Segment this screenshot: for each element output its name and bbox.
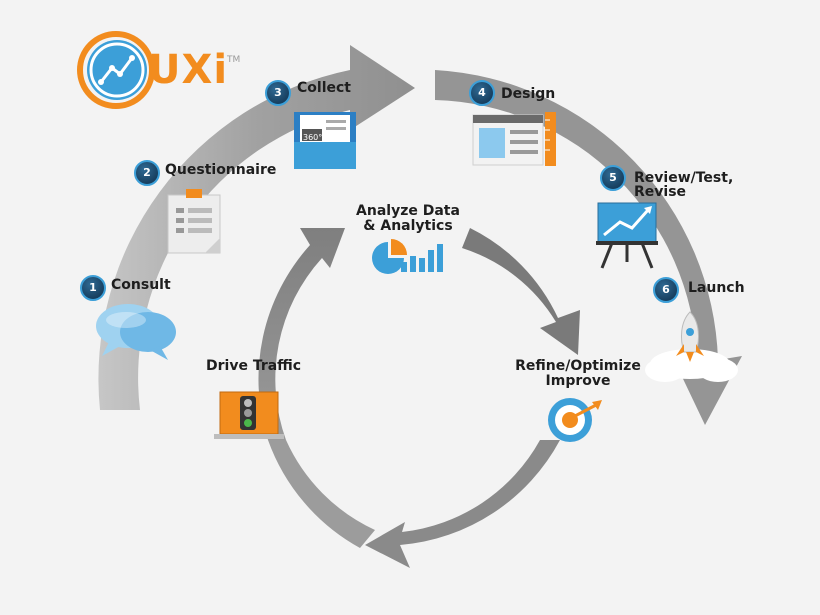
- logo-trademark: TM: [227, 55, 241, 65]
- inner-cycle-arrows: [258, 228, 580, 568]
- step-2-number: 2: [143, 166, 151, 179]
- drive-traffic-label: Drive Traffic: [206, 358, 302, 374]
- step-2-badge: [134, 160, 160, 186]
- step-design-label: Design: [501, 86, 556, 102]
- refine-label-line2: Improve: [545, 373, 611, 389]
- step-3-badge: [265, 80, 291, 106]
- analyze-label-line2: & Analytics: [363, 218, 453, 234]
- step-5-number: 5: [609, 171, 617, 184]
- easel-chart-icon: [596, 202, 658, 269]
- step-6-number: 6: [662, 283, 670, 296]
- step-collect-label: Collect: [297, 80, 351, 96]
- step-1-number: 1: [89, 281, 97, 294]
- step-review-label-line1: Review/Test,: [634, 170, 734, 186]
- logo-wordmark: UXi: [148, 47, 229, 93]
- folder-icon: [294, 112, 356, 169]
- chat-bubbles-icon: [96, 304, 176, 360]
- step-review-label-line2: Revise: [634, 184, 687, 200]
- clipboard-icon: [167, 189, 221, 254]
- analytics-chart-icon: [372, 239, 443, 274]
- step-5-badge: [600, 165, 626, 191]
- step-6-badge: [653, 277, 679, 303]
- uxi-logo: [77, 31, 155, 109]
- folder-360-label: 360°: [303, 133, 323, 142]
- target-icon: [548, 398, 602, 442]
- step-launch-label: Launch: [688, 280, 745, 296]
- step-3-number: 3: [274, 86, 282, 99]
- analyze-label-line1: Analyze Data: [356, 203, 460, 219]
- refine-label-line1: Refine/Optimize: [515, 358, 641, 374]
- outer-cycle-arrow: [98, 45, 742, 425]
- laptop-traffic-light-icon: [214, 391, 284, 439]
- rocket-launch-icon: [645, 311, 738, 382]
- design-wireframe-icon: [472, 112, 556, 166]
- step-4-badge: [469, 80, 495, 106]
- step-4-number: 4: [478, 86, 486, 99]
- step-badges: [80, 80, 679, 303]
- step-consult-label: Consult: [111, 277, 171, 293]
- step-questionnaire-label: Questionnaire: [165, 162, 277, 178]
- step-1-badge: [80, 275, 106, 301]
